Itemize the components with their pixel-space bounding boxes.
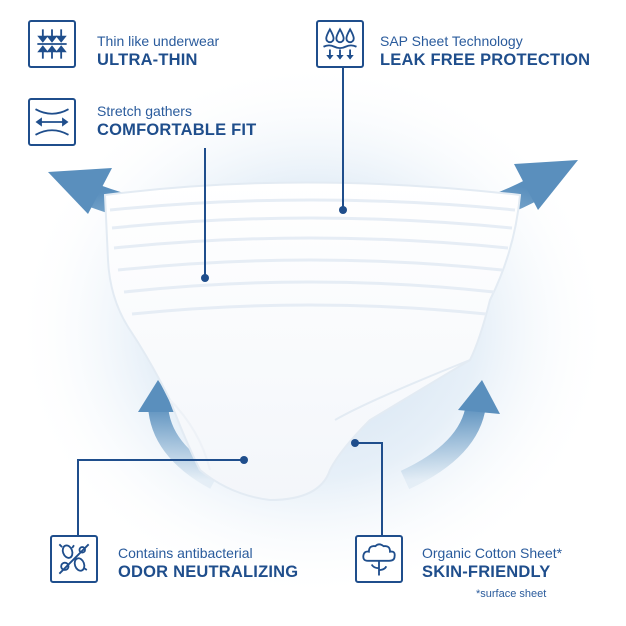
feature-title: LEAK FREE PROTECTION xyxy=(380,51,591,69)
feature-subtitle: Thin like underwear xyxy=(97,33,220,49)
thin-layers-icon xyxy=(28,20,76,68)
feature-skin-friendly: Organic Cotton Sheet* SKIN-FRIENDLY xyxy=(422,545,562,582)
leg-arrow-right xyxy=(400,380,500,490)
stretch-icon xyxy=(28,98,76,146)
underwear-garment xyxy=(103,181,522,502)
feature-title: ODOR NEUTRALIZING xyxy=(118,563,299,581)
antibacterial-icon xyxy=(50,535,98,583)
feature-leak-free: SAP Sheet Technology LEAK FREE PROTECTIO… xyxy=(380,33,590,70)
water-drops-icon xyxy=(316,20,364,68)
feature-subtitle: Stretch gathers xyxy=(97,103,192,119)
feature-comfortable-fit: Stretch gathers COMFORTABLE FIT xyxy=(97,103,256,140)
callout-dots xyxy=(201,206,359,464)
callout-lines xyxy=(77,68,383,535)
feature-title: SKIN-FRIENDLY xyxy=(422,563,551,581)
cotton-plant-icon xyxy=(355,535,403,583)
feature-title: COMFORTABLE FIT xyxy=(97,121,257,139)
feature-odor-neutralizing: Contains antibacterial ODOR NEUTRALIZING xyxy=(118,545,298,582)
footnote: *surface sheet xyxy=(476,588,547,600)
feature-title: ULTRA-THIN xyxy=(97,51,198,69)
feature-subtitle: SAP Sheet Technology xyxy=(380,33,523,49)
feature-subtitle: Contains antibacterial xyxy=(118,545,253,561)
feature-ultra-thin: Thin like underwear ULTRA-THIN xyxy=(97,33,219,70)
feature-subtitle: Organic Cotton Sheet* xyxy=(422,545,563,561)
